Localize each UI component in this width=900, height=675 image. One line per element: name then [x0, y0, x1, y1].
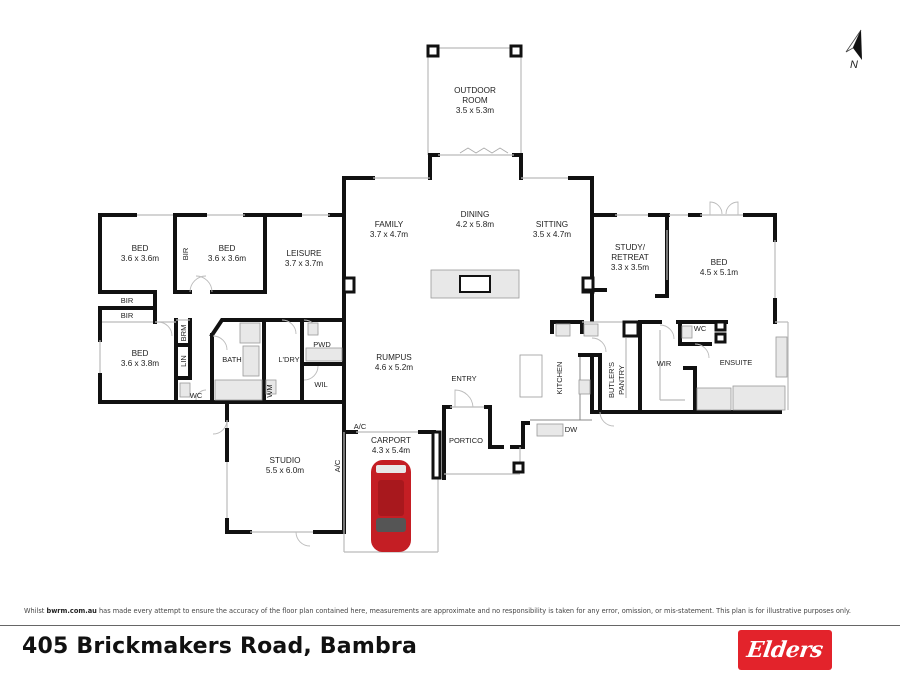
- svg-text:LIN: LIN: [179, 355, 188, 367]
- svg-text:3.7 x 3.7m: 3.7 x 3.7m: [285, 259, 323, 268]
- svg-text:L'DRY: L'DRY: [278, 355, 299, 364]
- svg-text:KITCHEN: KITCHEN: [555, 362, 564, 395]
- svg-text:LEISURE: LEISURE: [286, 249, 322, 258]
- svg-text:3.3 x 3.5m: 3.3 x 3.5m: [611, 263, 649, 272]
- svg-text:A/C: A/C: [333, 459, 342, 472]
- svg-text:PWD: PWD: [313, 340, 331, 349]
- svg-text:A/C: A/C: [354, 422, 367, 431]
- svg-text:N: N: [850, 59, 858, 71]
- svg-text:SITTING: SITTING: [536, 220, 568, 229]
- svg-text:RETREAT: RETREAT: [611, 253, 649, 262]
- property-address: 405 Brickmakers Road, Bambra: [22, 634, 417, 659]
- svg-text:BIR: BIR: [181, 247, 190, 260]
- divider: [0, 625, 900, 626]
- svg-text:BED: BED: [132, 244, 149, 253]
- svg-text:BATH: BATH: [222, 355, 241, 364]
- svg-text:ENSUITE: ENSUITE: [720, 358, 753, 367]
- svg-text:BUTLER'S: BUTLER'S: [607, 362, 616, 398]
- svg-text:BED: BED: [219, 244, 236, 253]
- outdoor-room: [426, 44, 523, 155]
- svg-text:4.6 x 5.2m: 4.6 x 5.2m: [375, 363, 413, 372]
- svg-text:4.5 x 5.1m: 4.5 x 5.1m: [700, 268, 738, 277]
- svg-text:STUDY/: STUDY/: [615, 243, 646, 252]
- svg-text:3.6 x 3.6m: 3.6 x 3.6m: [208, 254, 246, 263]
- svg-text:BED: BED: [132, 349, 149, 358]
- svg-text:3.5 x 5.3m: 3.5 x 5.3m: [456, 106, 494, 115]
- svg-text:4.3 x 5.4m: 4.3 x 5.4m: [372, 446, 410, 455]
- svg-text:BIR: BIR: [121, 311, 134, 320]
- elders-logo: Elders: [738, 630, 832, 670]
- svg-text:PORTICO: PORTICO: [449, 436, 483, 445]
- svg-text:STUDIO: STUDIO: [270, 456, 301, 465]
- north-arrow-icon: N: [845, 29, 862, 71]
- svg-text:WC: WC: [190, 391, 203, 400]
- svg-text:DW: DW: [565, 425, 578, 434]
- floor-plan: N: [98, 29, 862, 553]
- svg-text:3.7 x 4.7m: 3.7 x 4.7m: [370, 230, 408, 239]
- fixtures: [179, 269, 788, 437]
- svg-text:3.5 x 4.7m: 3.5 x 4.7m: [533, 230, 571, 239]
- svg-text:ROOM: ROOM: [462, 96, 488, 105]
- svg-text:PANTRY: PANTRY: [617, 365, 626, 395]
- svg-text:BRM: BRM: [179, 325, 188, 342]
- car-icon: [371, 460, 411, 552]
- svg-text:FAMILY: FAMILY: [375, 220, 404, 229]
- svg-text:WC: WC: [694, 324, 707, 333]
- svg-text:WIL: WIL: [314, 380, 327, 389]
- svg-text:4.2 x 5.8m: 4.2 x 5.8m: [456, 220, 494, 229]
- svg-text:BIR: BIR: [121, 296, 134, 305]
- doors: [157, 201, 739, 547]
- svg-text:BED: BED: [711, 258, 728, 267]
- svg-text:WM: WM: [265, 384, 274, 397]
- svg-text:CARPORT: CARPORT: [371, 436, 411, 445]
- svg-text:DINING: DINING: [461, 210, 490, 219]
- svg-text:OUTDOOR: OUTDOOR: [454, 86, 496, 95]
- svg-text:3.6 x 3.6m: 3.6 x 3.6m: [121, 254, 159, 263]
- svg-text:WIR: WIR: [657, 359, 672, 368]
- svg-text:5.5 x 6.0m: 5.5 x 6.0m: [266, 466, 304, 475]
- disclaimer-brand: bwrm.com.au: [46, 607, 97, 615]
- walls: [98, 153, 789, 553]
- svg-text:3.6 x 3.8m: 3.6 x 3.8m: [121, 359, 159, 368]
- disclaimer: Whilst bwrm.com.au has made every attemp…: [24, 607, 851, 615]
- room-labels: OUTDOOR ROOM 3.5 x 5.3m FAMILY 3.7 x 4.7…: [121, 86, 753, 475]
- svg-text:RUMPUS: RUMPUS: [376, 353, 412, 362]
- svg-text:ENTRY: ENTRY: [451, 374, 476, 383]
